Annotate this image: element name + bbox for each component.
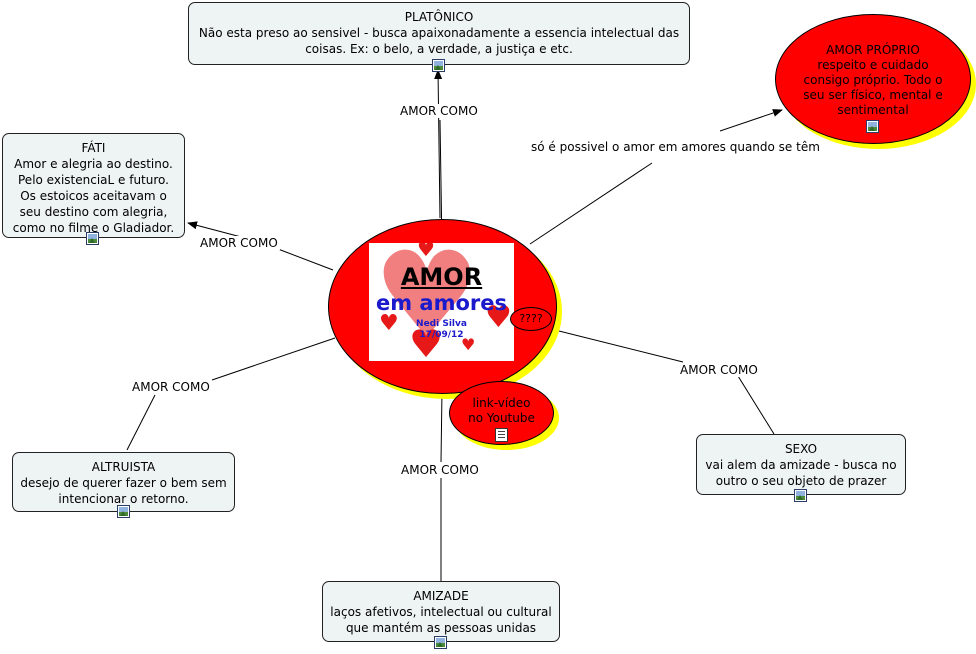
concept-title: ALTRUISTA: [91, 460, 156, 474]
central-author: Nedi Silva: [416, 319, 467, 329]
linking-phrase-left: AMOR COMO: [198, 236, 280, 250]
concept-title: AMIZADE: [413, 589, 469, 603]
concept-title: AMOR PRÓPRIO: [826, 43, 920, 57]
concept-text-line: desejo de querer fazer o bem sem: [20, 476, 227, 490]
concept-sexo[interactable]: SEXO vai alem da amizade - busca no outr…: [696, 434, 906, 495]
line-center-left: [277, 248, 334, 271]
concept-title: SEXO: [784, 442, 818, 456]
central-date: 17/09/12: [419, 330, 464, 340]
concept-amor-proprio[interactable]: AMOR PRÓPRIO respeito e cuidado consigo …: [775, 14, 971, 144]
heart-icon: ♥: [409, 322, 444, 361]
document-icon[interactable]: [495, 428, 508, 442]
question-badge[interactable]: ????: [510, 307, 552, 331]
linking-phrase-right: AMOR COMO: [678, 363, 760, 377]
image-icon[interactable]: [434, 636, 447, 649]
line-to-altruista: [126, 394, 156, 451]
line-center-lower-left: [211, 337, 336, 381]
image-icon[interactable]: [86, 232, 99, 245]
line-to-platonico: [434, 69, 443, 219]
concept-title: FÁTI: [81, 141, 106, 155]
concept-text-line: respeito e cuidado: [817, 58, 929, 72]
central-subtitle: em amores: [375, 291, 507, 315]
concept-text-line: Pelo existenciaL e futuro.: [18, 173, 169, 187]
line-to-sexo: [737, 375, 775, 435]
video-link-text: no Youtube: [468, 411, 535, 425]
line-center-right: [554, 329, 684, 363]
concept-text-line: intencionar o retorno.: [58, 492, 189, 506]
linking-phrase-top: AMOR COMO: [398, 104, 480, 118]
line-to-fati: [187, 221, 246, 239]
line-to-amor-proprio: [719, 109, 783, 132]
linking-phrase-lower-left: AMOR COMO: [130, 380, 212, 394]
concept-text-line: Amor e alegria ao destino.: [14, 157, 173, 171]
concept-text-line: Não esta preso ao sensivel - busca apaix…: [198, 26, 680, 40]
heart-icon: ♥: [379, 311, 399, 336]
image-icon[interactable]: [432, 59, 445, 72]
image-icon[interactable]: [866, 120, 879, 133]
line-center-upper-right: [529, 162, 653, 245]
concept-altruista[interactable]: ALTRUISTA desejo de querer fazer o bem s…: [12, 452, 235, 512]
line-center-bottom: [440, 389, 443, 463]
concept-text-line: laços afetivos, intelectual ou cultural: [330, 605, 552, 619]
concept-fati[interactable]: FÁTI Amor e alegria ao destino. Pelo exi…: [2, 133, 185, 238]
linking-phrase-bottom: AMOR COMO: [399, 463, 481, 477]
image-icon[interactable]: [117, 505, 130, 518]
concept-platonico[interactable]: PLATÔNICO Não esta preso ao sensivel - b…: [188, 2, 690, 65]
concept-text-line: seu destino com alegria,: [19, 205, 168, 219]
image-icon[interactable]: [794, 489, 807, 502]
central-heart-image: ♥ ♥ ♥ ♥ ♥ ♥ AMOR em amores Nedi Silva 17…: [369, 243, 514, 361]
concept-title: PLATÔNICO: [404, 10, 474, 24]
central-title: AMOR: [400, 263, 483, 291]
concept-text-line: seu ser físico, mental e: [803, 88, 943, 102]
concept-text-line: consigo próprio. Todo o: [803, 73, 943, 87]
concept-text-line: Os estoicos aceitavam o: [20, 189, 167, 203]
concept-text-line: outro o seu objeto de prazer: [715, 474, 887, 488]
heart-icon: ♥: [485, 300, 512, 335]
concept-text-line: vai alem da amizade - busca no: [705, 458, 897, 472]
video-link-text: link-vídeo: [472, 396, 531, 410]
heart-icon: ♥: [417, 243, 435, 261]
concept-text-line: sentimental: [837, 103, 909, 117]
concept-text-line: que mantém as pessoas unidas: [345, 621, 537, 635]
heart-icon: ♥: [461, 335, 476, 354]
concept-amizade[interactable]: AMIZADE laços afetivos, intelectual ou c…: [322, 581, 560, 642]
linking-phrase-upper-right: só é possivel o amor em amores quando se…: [529, 140, 822, 154]
heart-icon: ♥: [373, 243, 481, 361]
concept-text-line: coisas. Ex: o belo, a verdade, a justiça…: [305, 42, 573, 56]
concept-text-line: como no filme o Gladiador.: [12, 221, 175, 235]
